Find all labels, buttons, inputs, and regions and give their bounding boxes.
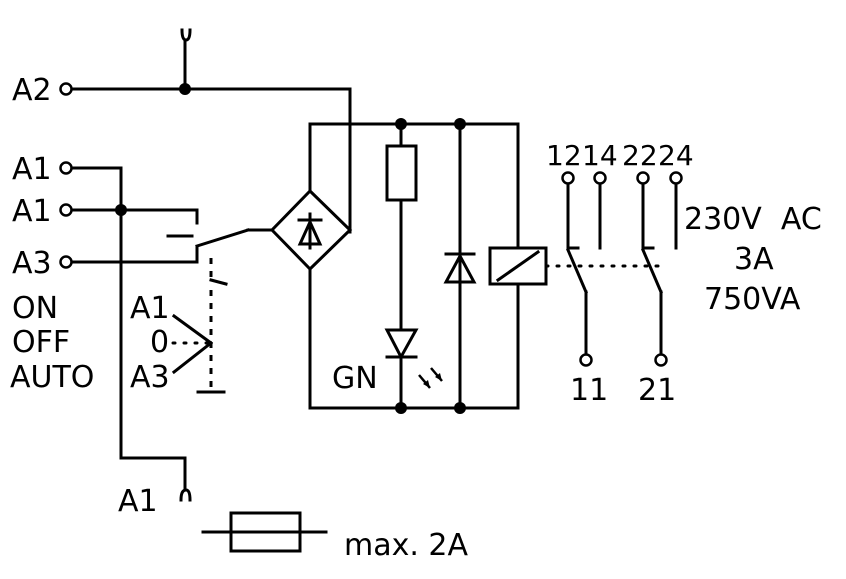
terminal-a3 <box>59 255 73 269</box>
label-21: 21 <box>638 373 676 408</box>
label-a1-bottom: A1 <box>118 484 158 519</box>
a2-supply-wire <box>70 28 352 234</box>
led-diode <box>384 328 419 361</box>
label-a1-top: A1 <box>12 152 52 187</box>
rating-current: 3A <box>734 242 774 277</box>
terminal-a1-mid <box>59 203 73 217</box>
label-14: 14 <box>582 139 618 172</box>
fuse-rating: max. 2A <box>344 528 469 563</box>
rating-voltage: 230V AC <box>684 202 822 237</box>
label-pos-a1: A1 <box>130 291 170 326</box>
label-a3: A3 <box>12 246 52 281</box>
label-auto: AUTO <box>10 360 94 395</box>
label-led: GN <box>332 361 378 396</box>
relay-coil <box>488 246 662 286</box>
terminal-21 <box>654 353 668 367</box>
rating-power: 750VA <box>704 282 801 317</box>
freewheel-diode <box>443 122 477 410</box>
junction-dot <box>115 204 127 216</box>
input-wires <box>70 166 274 502</box>
label-off: OFF <box>12 325 70 360</box>
fuse <box>201 511 328 553</box>
label-on: ON <box>12 291 58 326</box>
bridge-rectifier <box>269 122 353 410</box>
label-12: 12 <box>546 139 582 172</box>
terminal-14 <box>593 171 607 185</box>
label-22: 22 <box>622 139 658 172</box>
label-pos-0: 0 <box>150 325 169 360</box>
output-contacts <box>566 182 678 356</box>
terminal-22 <box>636 171 650 185</box>
junction-dot <box>179 83 191 95</box>
label-pos-a3: A3 <box>130 360 170 395</box>
resistor <box>385 144 418 202</box>
label-a1-mid: A1 <box>12 194 52 229</box>
mode-selector-switch <box>171 258 228 394</box>
resistor-led-branch <box>384 122 443 410</box>
label-11: 11 <box>570 373 608 408</box>
label-24: 24 <box>658 139 694 172</box>
terminal-24 <box>669 171 683 185</box>
label-a2: A2 <box>12 73 52 108</box>
terminal-a2 <box>59 82 73 96</box>
terminal-a1-top <box>59 161 73 175</box>
terminal-11 <box>579 353 593 367</box>
terminal-12 <box>561 171 575 185</box>
